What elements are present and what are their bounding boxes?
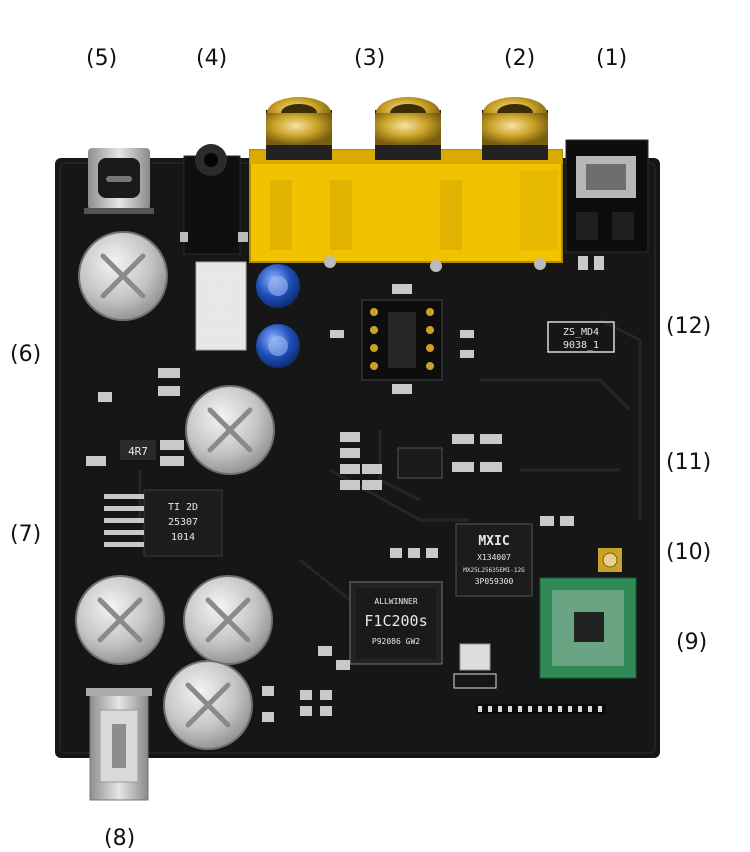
usb-c-port-icon [84,148,154,214]
optical-port-icon [565,139,649,253]
rca-jack-icon [266,97,332,160]
callout-7: (7) [10,522,42,547]
antenna-connector-icon [598,548,622,572]
relay-text-2: M 01 [210,285,232,295]
flash-line2: MX25L25635EMI-12G [463,567,525,574]
inductor-label: 4R7 [128,445,148,458]
flash-chip: MXIC X134007 MX25L25635EMI-12G 3P059300 [455,523,533,597]
rca-jack-icon [375,97,441,160]
relay-text-5: D10010R [204,327,238,336]
regulator-text-2: 25307 [168,517,198,528]
flash-brand: MXIC [478,534,509,549]
pin-header [476,704,606,714]
relay-text-4: 0807 [210,313,232,323]
audio-jack-icon [180,144,248,255]
callout-2: (2) [504,46,536,71]
callout-9: (9) [676,630,708,655]
jumper-outline [453,673,497,689]
wifi-module [539,577,637,679]
capacitor [185,385,275,475]
smd-components [86,256,604,722]
board-id-line2: 9038_1 [563,340,599,351]
callout-10: (10) [666,540,712,565]
capacitor [78,231,168,321]
dip-socket [361,299,443,381]
usb-a-port-icon [86,688,152,801]
callout-3: (3) [354,46,386,71]
relay-text-1: AXICOM [205,271,238,281]
callout-11: (11) [666,450,712,475]
board-id-line1: ZS_MD4 [563,327,599,338]
switch [459,643,491,671]
callout-6: (6) [10,342,42,367]
soc-chip: ALLWINNER F1C200s P92086 GW2 [349,581,443,665]
regulator-text-1: TI 2D [168,502,198,513]
board-id-label: ZS_MD4 9038_1 [547,321,615,353]
callout-12: (12) [666,314,712,339]
soc-line2: P92086 GW2 [372,637,420,646]
callout-4: (4) [196,46,228,71]
capacitor [163,660,253,750]
capacitor [75,575,165,665]
small-ic [397,447,443,479]
callout-8: (8) [104,826,136,851]
soc-mark: F1C200s [364,612,427,630]
regulator-text-3: 1014 [171,532,195,543]
soc-brand: ALLWINNER [374,597,418,606]
flash-line3: 3P059300 [475,577,514,586]
relay: AXICOM M 01 3VDC 0807 D10010R [195,261,247,351]
flash-line1: X134007 [477,553,511,562]
callout-1: (1) [596,46,628,71]
callout-5: (5) [86,46,118,71]
voltage-regulator: TI 2D 25307 1014 [104,489,223,557]
rca-jack-icon [482,97,548,160]
capacitor [183,575,273,665]
capacitor-blue [256,264,300,368]
rca-jack-block [249,97,563,272]
relay-text-3: 3VDC [210,299,232,309]
